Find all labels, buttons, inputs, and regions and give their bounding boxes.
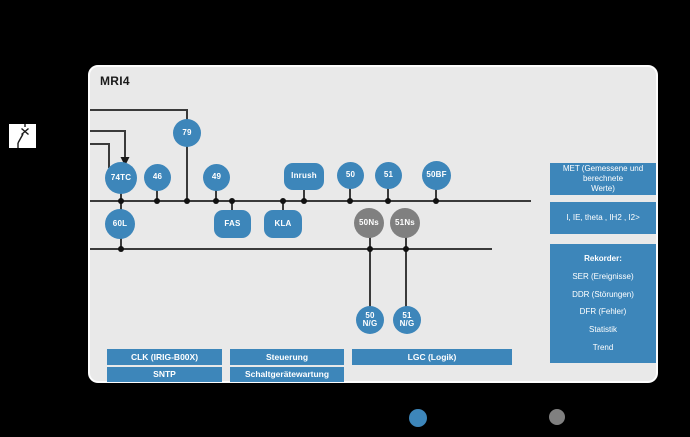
page-title: MRI4 <box>100 74 130 88</box>
arrow-to-74tc <box>120 157 130 166</box>
node-fas: FAS <box>214 210 251 238</box>
node-label: 79 <box>182 127 192 137</box>
node-51: 51 <box>375 162 402 189</box>
node-51ng: 51 N/G <box>393 306 421 334</box>
input-line-3 <box>90 143 110 168</box>
node-kla: KLA <box>264 210 302 238</box>
input-line-2 <box>90 130 126 157</box>
legend-dot-gray <box>549 409 565 425</box>
bar-schaltgeraetewartung: Schaltgerätewartung <box>230 367 344 382</box>
node-74tc: 74TC <box>105 162 137 194</box>
node-51ns: 51Ns <box>390 208 420 238</box>
junction-dots <box>118 198 439 252</box>
node-label: 49 <box>211 172 222 182</box>
input-line-1 <box>90 109 188 201</box>
node-label: 50Ns <box>359 217 379 227</box>
node-50bf: 50BF <box>422 161 451 190</box>
bar-sntp: SNTP <box>107 367 222 382</box>
node-50ns: 50Ns <box>354 208 384 238</box>
node-46: 46 <box>144 164 171 191</box>
node-label: 74TC <box>110 172 132 182</box>
node-inrush: Inrush <box>284 163 324 190</box>
node-label: 51 <box>383 170 394 180</box>
node-label: 51Ns <box>395 217 415 227</box>
node-label: 50 <box>345 170 356 180</box>
recorder-item-ser: SER (Ereignisse) <box>572 271 634 281</box>
node-49: 49 <box>203 164 230 191</box>
circuit-breaker-icon <box>9 124 36 148</box>
node-60l: 60L <box>105 209 135 239</box>
legend-dot-blue <box>409 409 427 427</box>
node-label: Inrush <box>291 171 317 181</box>
node-label: 50 N/G <box>362 310 378 328</box>
recorder-item-dfr: DFR (Fehler) <box>579 307 627 317</box>
node-label: FAS <box>224 218 241 228</box>
node-79: 79 <box>173 119 201 147</box>
bar-lgc: LGC (Logik) <box>352 349 512 365</box>
recorder-item-statistik: Statistik <box>588 325 617 335</box>
node-label: 60L <box>112 218 128 228</box>
recorder-item-trend: Trend <box>592 343 614 353</box>
node-50ng: 50 N/G <box>356 306 384 334</box>
recorder-title: Rekorder: <box>584 253 622 263</box>
quantities-box: I, IE, theta , IH2 , I2> <box>550 202 656 234</box>
node-label: 50BF <box>426 170 447 180</box>
device-panel: MRI4 <box>88 65 658 383</box>
node-label: 46 <box>152 172 163 182</box>
bar-clk: CLK (IRIG-B00X) <box>107 349 222 365</box>
node-label: 51 N/G <box>399 310 415 328</box>
met-box: MET (Gemessene und berechnete Werte) <box>550 163 656 195</box>
recorder-item-ddr: DDR (Störungen) <box>572 289 634 299</box>
node-label: KLA <box>274 218 292 228</box>
node-50: 50 <box>337 162 364 189</box>
bar-steuerung: Steuerung <box>230 349 344 365</box>
recorder-box: Rekorder: SER (Ereignisse) DDR (Störunge… <box>550 244 656 363</box>
